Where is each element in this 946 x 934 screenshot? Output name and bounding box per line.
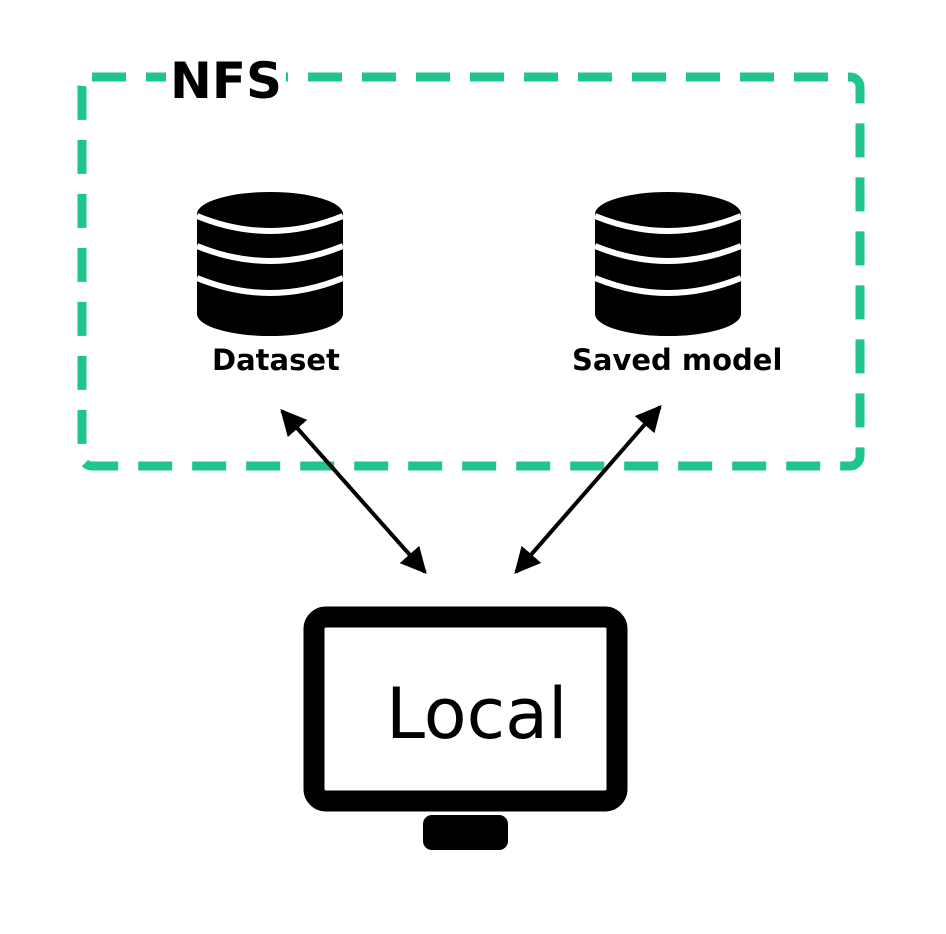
monitor-icon <box>303 606 628 850</box>
saved-model-label: Saved model <box>572 343 783 377</box>
dataset-label: Dataset <box>212 343 340 377</box>
database-icon <box>195 192 345 336</box>
edge-dataset-local <box>280 409 427 574</box>
local-label: Local <box>386 673 568 755</box>
database-icon <box>593 192 743 336</box>
nfs-group-title: NFS <box>166 56 287 106</box>
nfs-group-border <box>77 72 865 471</box>
edge-saved-model-local <box>514 405 662 574</box>
